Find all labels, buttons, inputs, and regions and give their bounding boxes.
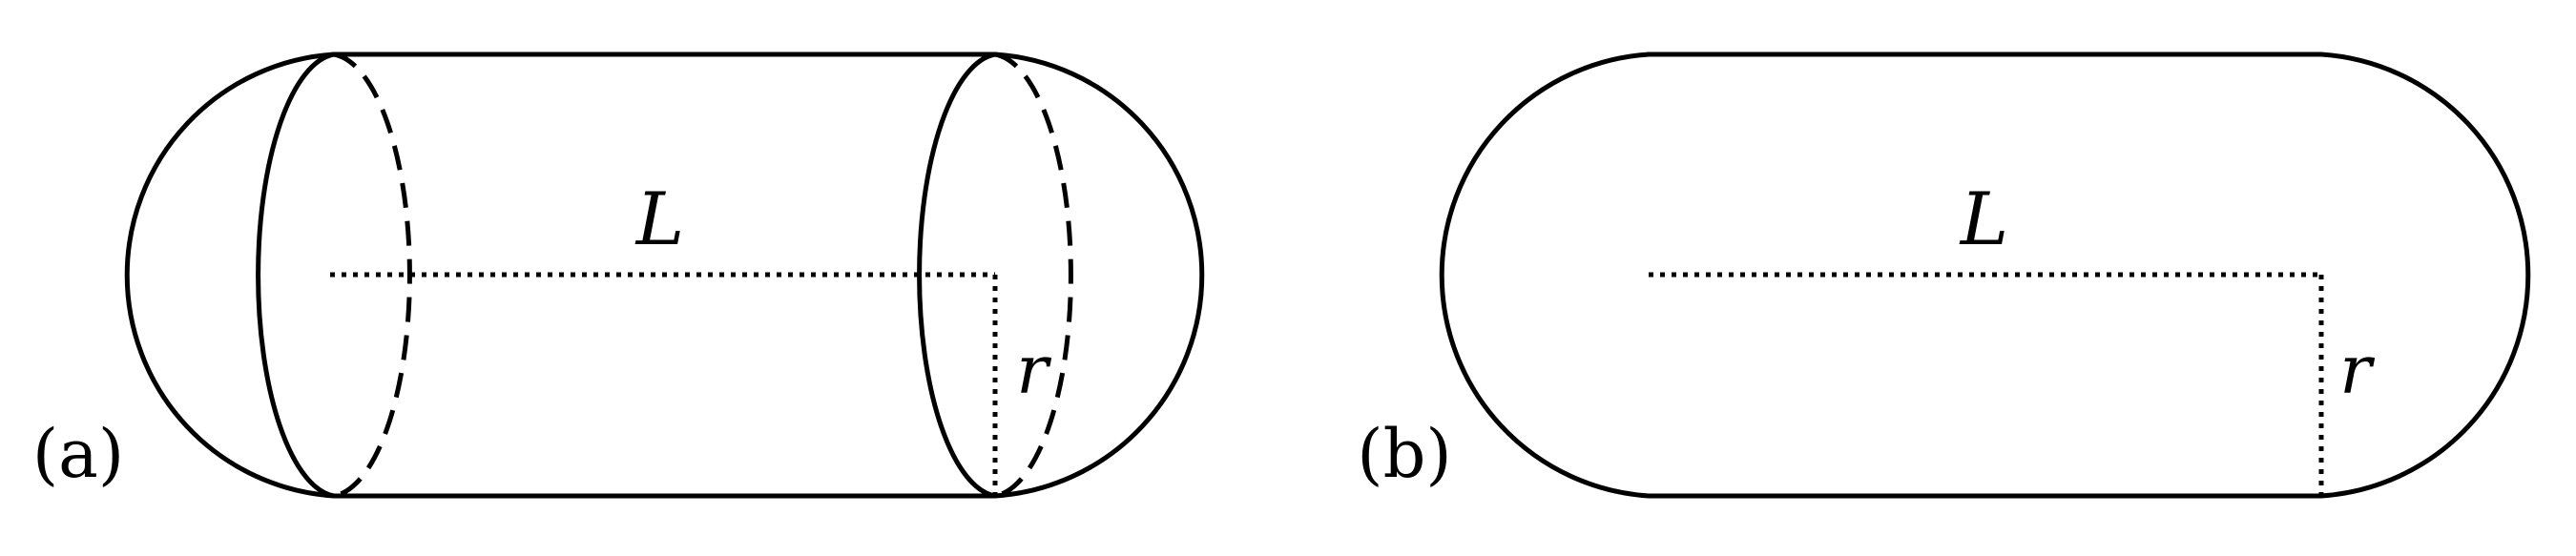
- length-label: L: [1959, 176, 2008, 261]
- radius-label: r: [2339, 331, 2375, 409]
- right-cross-section-front: [917, 51, 996, 499]
- panel-a: L r (a): [32, 51, 1205, 499]
- panel-label-a: (a): [32, 415, 124, 493]
- panel-b: L r (b): [1357, 51, 2531, 499]
- right-cross-section-back: [994, 51, 1073, 499]
- left-cross-section-front: [256, 51, 335, 499]
- length-label: L: [634, 176, 684, 261]
- left-cross-section-back: [333, 51, 412, 499]
- radius-label: r: [1016, 331, 1051, 409]
- panel-label-b: (b): [1357, 415, 1451, 493]
